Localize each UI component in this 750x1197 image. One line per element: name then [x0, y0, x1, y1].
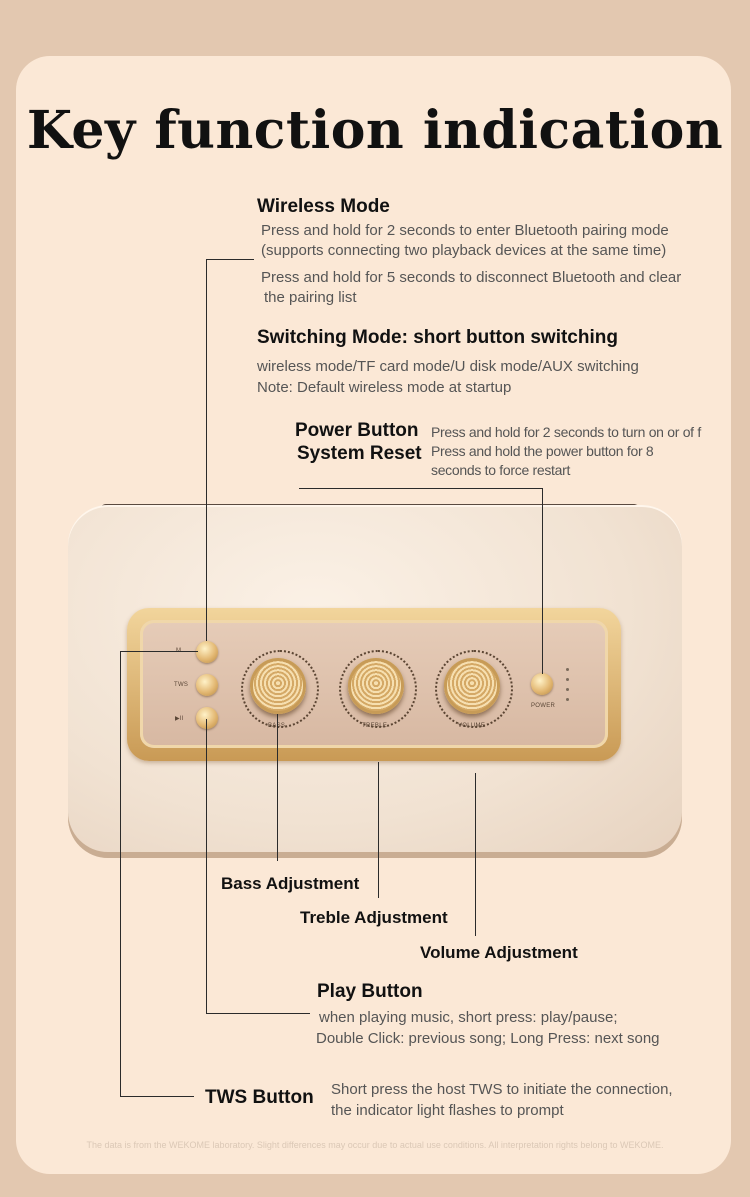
tws-line-1: Short press the host TWS to initiate the…	[331, 1081, 673, 1098]
wireless-mode-line-1: Press and hold for 2 seconds to enter Bl…	[261, 222, 669, 239]
play-button[interactable]	[196, 707, 218, 729]
bass-knob-ring	[241, 650, 319, 728]
power-callout-v	[542, 488, 543, 674]
volume-adjustment-label: Volume Adjustment	[420, 943, 578, 962]
volume-callout-v	[475, 773, 476, 936]
wireless-callout-h	[206, 259, 254, 260]
play-label: ▶II	[175, 716, 184, 722]
tws-label: TWS	[174, 682, 189, 688]
aux-indicator-icon	[566, 678, 569, 681]
wireless-mode-heading: Wireless Mode	[257, 196, 390, 217]
volume-knob[interactable]	[444, 658, 500, 714]
treble-knob-ring	[339, 650, 417, 728]
bass-knob[interactable]	[250, 658, 306, 714]
switching-mode-heading: Switching Mode: short button switching	[257, 327, 618, 348]
switching-mode-line-2: Note: Default wireless mode at startup	[257, 379, 512, 396]
tws-button[interactable]	[196, 674, 218, 696]
play-line-1: when playing music, short press: play/pa…	[319, 1009, 618, 1026]
wireless-mode-line-3: Press and hold for 5 seconds to disconne…	[261, 269, 682, 286]
usb-indicator-icon	[566, 698, 569, 701]
power-button[interactable]	[531, 673, 553, 695]
bluetooth-indicator-icon	[566, 668, 569, 671]
power-callout-h	[299, 488, 542, 489]
bass-panel-label: BASS	[268, 723, 285, 729]
treble-panel-label: TREBLE	[362, 723, 388, 729]
play-line-2: Double Click: previous song; Long Press:…	[316, 1030, 660, 1047]
play-callout-v	[206, 719, 207, 1014]
volume-panel-label: VOLUME	[458, 723, 486, 729]
m-button[interactable]	[196, 641, 218, 663]
treble-callout-v	[378, 762, 379, 898]
volume-knob-ring	[435, 650, 513, 728]
system-reset-heading: System Reset	[297, 443, 422, 464]
treble-knob[interactable]	[348, 658, 404, 714]
power-line-1: Press and hold for 2 seconds to turn on …	[431, 424, 701, 440]
tws-button-heading: TWS Button	[205, 1087, 314, 1108]
tws-callout-h	[120, 1096, 194, 1097]
wireless-callout-v	[206, 259, 207, 641]
tws-callout-v	[120, 651, 121, 1097]
bass-callout-v	[277, 714, 278, 861]
power-button-heading: Power Button	[295, 420, 419, 441]
power-line-2: Press and hold the power button for 8	[431, 443, 654, 459]
play-callout-h	[206, 1013, 310, 1014]
disclaimer-footnote: The data is from the WEKOME laboratory. …	[86, 1140, 664, 1150]
tf-card-indicator-icon	[566, 688, 569, 691]
power-panel-label: POWER	[531, 703, 556, 709]
page-title: Key function indication	[26, 100, 724, 161]
power-line-3: seconds to force restart	[431, 462, 571, 478]
wireless-mode-line-2: (supports connecting two playback device…	[261, 242, 667, 259]
play-button-heading: Play Button	[317, 981, 423, 1002]
treble-adjustment-label: Treble Adjustment	[300, 908, 448, 927]
tws-callout-top-h	[120, 651, 198, 652]
bass-adjustment-label: Bass Adjustment	[221, 874, 360, 893]
wireless-mode-line-4: the pairing list	[264, 289, 357, 306]
switching-mode-line-1: wireless mode/TF card mode/U disk mode/A…	[257, 358, 639, 375]
tws-line-2: the indicator light flashes to prompt	[331, 1102, 564, 1119]
